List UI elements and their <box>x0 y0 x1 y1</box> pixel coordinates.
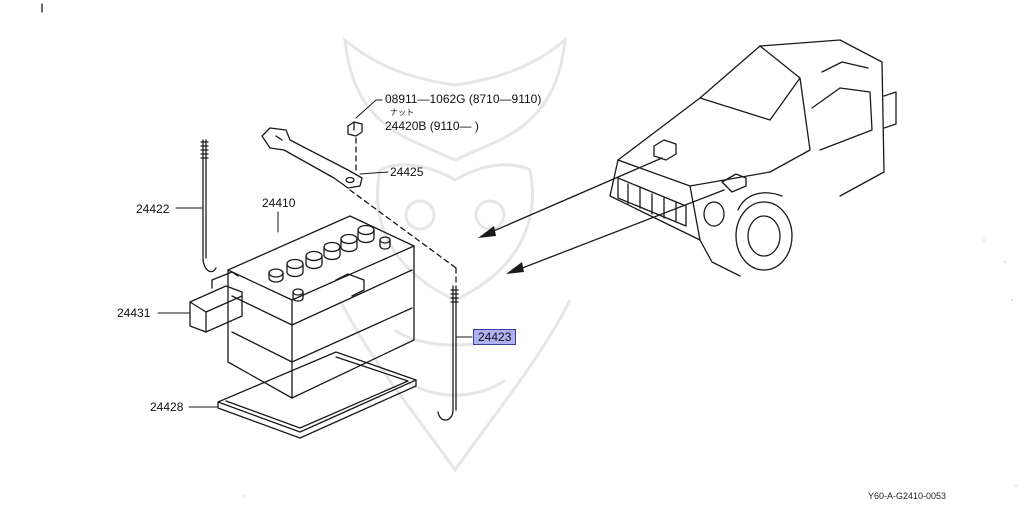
tray-label: 24428 <box>150 400 184 414</box>
alignment-lines <box>349 137 457 285</box>
nut-kana-label: ナット <box>390 108 414 117</box>
hold-down-bar-label: 24425 <box>390 165 424 179</box>
battery-bracket <box>189 271 243 333</box>
scan-specks <box>243 239 1017 497</box>
arrowheads <box>478 226 524 274</box>
nut <box>347 121 363 137</box>
rod-right-highlighted-label[interactable]: 24423 <box>473 329 517 345</box>
battery-tray <box>217 351 417 439</box>
callout-arrows <box>481 157 725 273</box>
battery-label: 24410 <box>262 196 296 210</box>
nut-alt-part-number-label: 24420B (9110— ) <box>385 119 479 133</box>
rod-left-label: 24422 <box>136 202 170 216</box>
rod-right <box>437 285 459 421</box>
rod-left <box>200 139 217 273</box>
image-code: Y60-A-G2410-0053 <box>868 491 947 501</box>
watermark-logo <box>338 36 572 473</box>
bracket-label: 24431 <box>117 306 151 320</box>
battery <box>227 215 415 399</box>
hold-down-bar <box>261 127 363 189</box>
nut-part-number-label: 08911—1062G (8710—9110) <box>385 92 542 106</box>
leader-lines <box>157 99 473 408</box>
truck-illustration <box>609 39 897 277</box>
